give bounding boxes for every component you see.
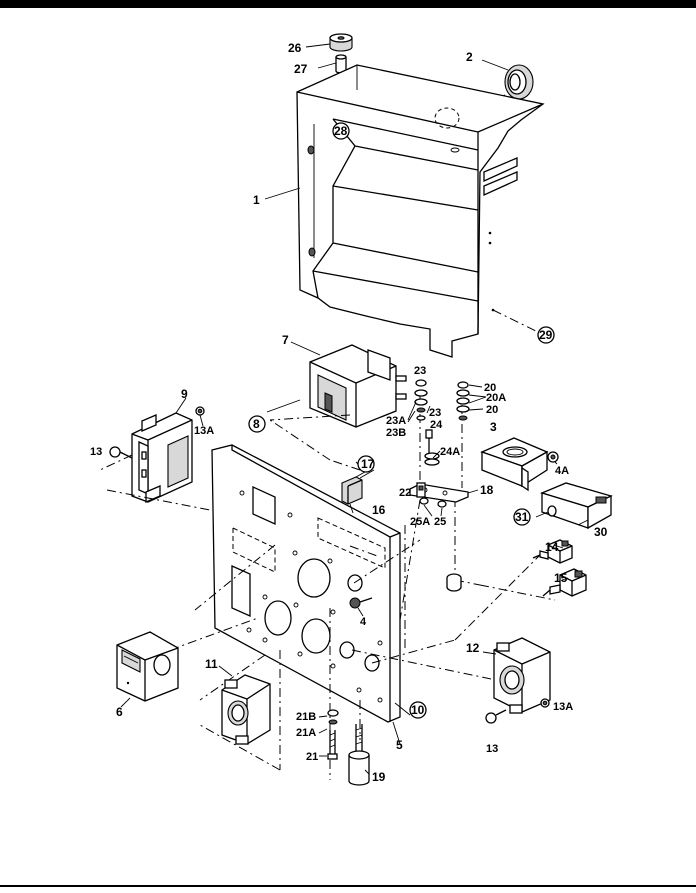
label-21B: 21B xyxy=(296,711,316,723)
label-5: 5 xyxy=(396,738,403,752)
label-22: 22 xyxy=(399,487,411,499)
part-4-screw xyxy=(349,597,373,609)
label-29: 29 xyxy=(539,328,553,342)
part-13-screw-right xyxy=(485,709,507,724)
part-30-switch-box xyxy=(540,482,613,530)
part-19-standoff xyxy=(348,724,370,786)
label-20-bottom: 20 xyxy=(486,404,498,416)
label-4: 4 xyxy=(360,616,367,628)
label-23A: 23A xyxy=(386,415,406,427)
part-14-toggle-switch xyxy=(532,539,573,564)
callout-circle-10 xyxy=(409,701,427,719)
label-7: 7 xyxy=(282,333,289,347)
label-13-left: 13 xyxy=(90,446,102,458)
callout-circle-17 xyxy=(357,455,375,473)
label-25: 25 xyxy=(434,516,446,528)
label-9: 9 xyxy=(181,387,188,401)
label-8: 8 xyxy=(253,417,260,431)
part-26-cap xyxy=(329,33,353,52)
part-25-nuts xyxy=(419,497,447,508)
part-1-housing xyxy=(296,64,545,358)
part-4a-nut xyxy=(547,451,559,463)
label-23-top: 23 xyxy=(414,365,426,377)
label-4A: 4A xyxy=(555,465,569,477)
label-28: 28 xyxy=(334,124,348,138)
part-3-bracket xyxy=(480,437,549,492)
label-20A: 20A xyxy=(486,392,506,404)
label-14: 14 xyxy=(545,540,559,554)
callout-circle-28 xyxy=(332,122,350,140)
label-27: 27 xyxy=(294,62,308,76)
label-24: 24 xyxy=(430,419,443,431)
label-20-top: 20 xyxy=(484,382,496,394)
part-7-relay xyxy=(269,344,407,428)
label-30: 30 xyxy=(594,525,608,539)
hardware-stack-20 xyxy=(456,381,470,421)
part-16-terminal-block xyxy=(341,467,375,505)
label-24A: 24A xyxy=(440,446,460,458)
label-17: 17 xyxy=(361,457,375,471)
label-21A: 21A xyxy=(296,727,316,739)
label-12: 12 xyxy=(466,641,480,655)
part-2-grommet xyxy=(457,64,534,119)
hardware-stack-23 xyxy=(414,379,428,421)
label-13A-right: 13A xyxy=(553,701,573,713)
part-13-screw-left xyxy=(109,446,133,459)
label-23-mid: 23 xyxy=(429,407,441,419)
label-2: 2 xyxy=(466,50,473,64)
callout-circle-8 xyxy=(248,415,266,433)
part-22-clip xyxy=(416,482,426,498)
label-26: 26 xyxy=(288,41,302,55)
label-1: 1 xyxy=(253,193,260,207)
label-13A-top: 13A xyxy=(194,425,214,437)
part-9-gfci-receptacle xyxy=(99,406,211,511)
part-5-front-panel xyxy=(211,444,401,723)
label-13-right: 13 xyxy=(486,743,498,755)
label-11: 11 xyxy=(205,657,218,671)
label-10: 10 xyxy=(411,703,425,717)
label-25A: 25A xyxy=(410,516,430,528)
part-21-screw-stack xyxy=(327,709,339,760)
label-23B: 23B xyxy=(386,427,406,439)
part-24-screw xyxy=(424,429,440,466)
label-21: 21 xyxy=(306,751,318,763)
part-11-twist-lock-receptacle xyxy=(221,674,271,745)
label-15: 15 xyxy=(554,571,568,585)
part-12-twist-lock-receptacle xyxy=(493,637,551,714)
label-16: 16 xyxy=(372,503,386,517)
bottom-border xyxy=(0,885,696,887)
callout-circle-29 xyxy=(537,326,555,344)
part-15-toggle-switch xyxy=(542,568,587,597)
top-border xyxy=(0,0,696,8)
label-18: 18 xyxy=(480,483,494,497)
part-6-meter xyxy=(116,631,179,702)
label-31: 31 xyxy=(515,510,529,524)
label-19: 19 xyxy=(372,770,386,784)
leader-lines xyxy=(120,43,589,775)
label-3: 3 xyxy=(490,420,497,434)
label-6: 6 xyxy=(116,705,123,719)
callout-circle-31 xyxy=(513,508,531,526)
